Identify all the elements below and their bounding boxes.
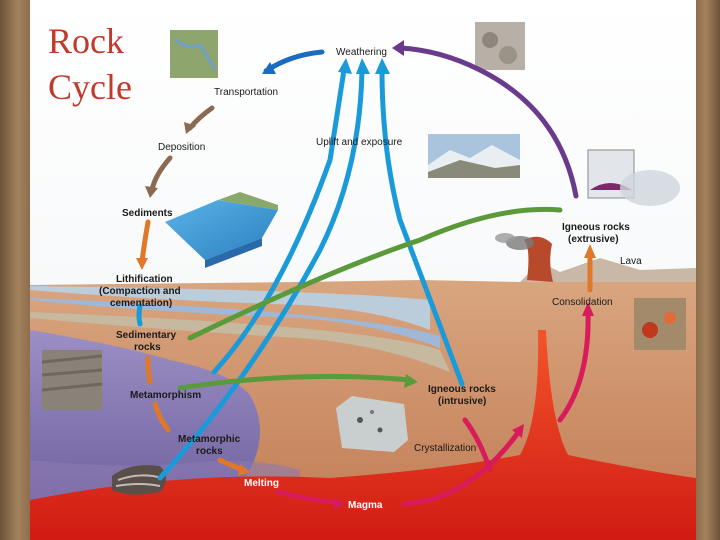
- label-sedimentary-2: rocks: [134, 342, 161, 353]
- label-crystallization: Crystallization: [414, 443, 476, 454]
- label-sedimentary: Sedimentary: [116, 330, 176, 341]
- label-igneous-extrusive: Igneous rocks: [562, 222, 630, 233]
- left-frame-border: [0, 0, 30, 540]
- label-igneous-intrusive: Igneous rocks: [428, 384, 496, 395]
- title-line-1: Rock: [48, 21, 124, 61]
- uplift-photo: [428, 134, 520, 178]
- label-lithification-2: (Compaction and: [99, 286, 181, 297]
- sedimentary-rock-photo: [41, 350, 103, 410]
- label-lava: Lava: [620, 256, 642, 267]
- cycle-arrows: [136, 40, 596, 510]
- label-consolidation: Consolidation: [552, 297, 613, 308]
- sediments-block: [165, 192, 278, 268]
- label-melting: Melting: [244, 478, 279, 489]
- label-igneous-extrusive-2: (extrusive): [568, 234, 619, 245]
- label-metamorphic-2: rocks: [196, 446, 223, 457]
- sediment-strata-mid: [30, 298, 440, 348]
- diagram-labels: Weathering Transportation Deposition Upl…: [99, 47, 642, 511]
- label-metamorphism: Metamorphism: [130, 390, 201, 401]
- transportation-photo: [170, 30, 218, 78]
- granite-specimen: [336, 396, 408, 452]
- label-magma: Magma: [348, 500, 383, 511]
- label-weathering: Weathering: [336, 47, 387, 58]
- magma-layer: [30, 330, 696, 540]
- title-line-2: Cycle: [48, 67, 132, 107]
- label-lithification: Lithification: [116, 274, 173, 285]
- label-igneous-intrusive-2: (intrusive): [438, 396, 486, 407]
- rock-cycle-diagram: Weathering Transportation Deposition Upl…: [30, 0, 696, 540]
- cooling-lava-photo: [634, 298, 686, 350]
- label-sediments: Sediments: [122, 208, 173, 219]
- label-transportation: Transportation: [214, 87, 278, 98]
- label-lithification-3: cementation): [110, 298, 172, 309]
- sediment-strata-top: [30, 286, 430, 330]
- extrusive-inset: [587, 149, 680, 206]
- weathering-photo: [475, 22, 525, 70]
- diagram-canvas: Weathering Transportation Deposition Upl…: [30, 0, 696, 540]
- volcano-mountain: [520, 258, 696, 282]
- label-uplift: Uplift and exposure: [316, 137, 403, 148]
- volcano-cone: [524, 236, 553, 282]
- sediment-strata-low: [30, 312, 450, 372]
- label-deposition: Deposition: [158, 142, 205, 153]
- slide-title: Rock Cycle: [48, 18, 132, 110]
- right-frame-border: [696, 0, 720, 540]
- label-metamorphic: Metamorphic: [178, 434, 241, 445]
